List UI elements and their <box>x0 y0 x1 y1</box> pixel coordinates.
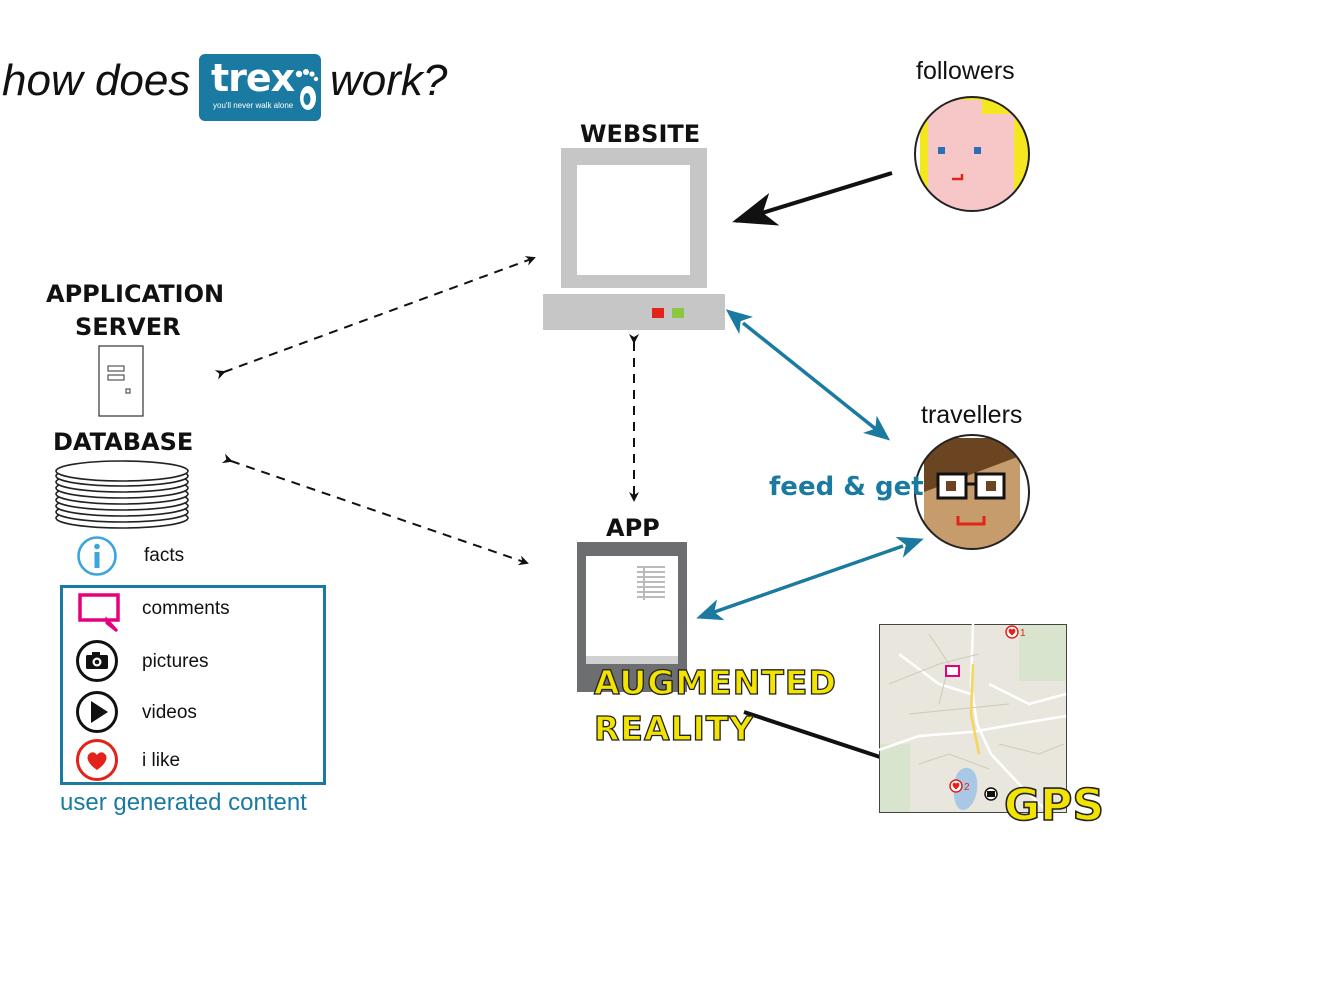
comment-icon <box>78 593 120 633</box>
map-camera-icon <box>984 787 998 801</box>
legend-item-label: videos <box>142 702 197 723</box>
legend-item-label: comments <box>142 598 230 619</box>
arrow-server-website <box>214 256 536 380</box>
database-icon <box>55 460 189 529</box>
app-label: APP <box>606 514 660 542</box>
traveller-avatar <box>914 434 1030 550</box>
augmented-reality-line1: AUGMENTED <box>593 662 837 702</box>
monitor-icon <box>543 148 725 330</box>
gps-label: GPS <box>1003 779 1105 832</box>
map-comment-icon <box>945 665 960 677</box>
logo-word: trex <box>211 56 295 100</box>
feed-get-label: feed & get <box>769 472 924 502</box>
svg-text:1: 1 <box>1020 628 1026 639</box>
facts-label: facts <box>144 545 185 566</box>
arrow-website-travellers <box>725 309 891 441</box>
trex-logo: trex you'll never walk alone <box>199 54 321 121</box>
tablet-icon <box>577 542 687 692</box>
map-like-marker-2: 2 <box>949 779 970 793</box>
server-icon <box>98 345 144 417</box>
svg-text:2: 2 <box>964 782 970 793</box>
user-generated-content-box <box>60 585 326 785</box>
info-icon <box>77 536 117 576</box>
title-prefix: how does <box>2 56 191 105</box>
app-server-label-line1: APPLICATION <box>46 280 225 308</box>
website-label: WEBSITE <box>580 120 701 148</box>
heart-icon <box>76 739 118 781</box>
legend-item-label: pictures <box>142 651 209 672</box>
arrow-followers-website <box>732 171 893 226</box>
footprint-icon <box>295 69 319 110</box>
follower-avatar <box>914 96 1030 212</box>
database-label: DATABASE <box>53 428 194 456</box>
followers-label: followers <box>916 57 1015 85</box>
travellers-label: travellers <box>921 401 1023 429</box>
arrow-database-app <box>221 453 529 566</box>
play-icon <box>76 691 118 733</box>
title-suffix: work? <box>330 56 448 105</box>
link-ar-gps <box>743 710 881 759</box>
arrow-travellers-app <box>696 536 924 621</box>
legend-caption: user generated content <box>60 789 307 816</box>
legend-item-label: i like <box>142 750 181 771</box>
map-like-marker-1: 1 <box>1005 625 1026 639</box>
camera-icon <box>76 640 118 682</box>
gps-map: 1 2 <box>879 624 1067 813</box>
app-server-label-line2: SERVER <box>75 313 181 341</box>
augmented-reality-line2: REALITY <box>593 708 755 748</box>
logo-tagline: you'll never walk alone <box>213 101 294 110</box>
